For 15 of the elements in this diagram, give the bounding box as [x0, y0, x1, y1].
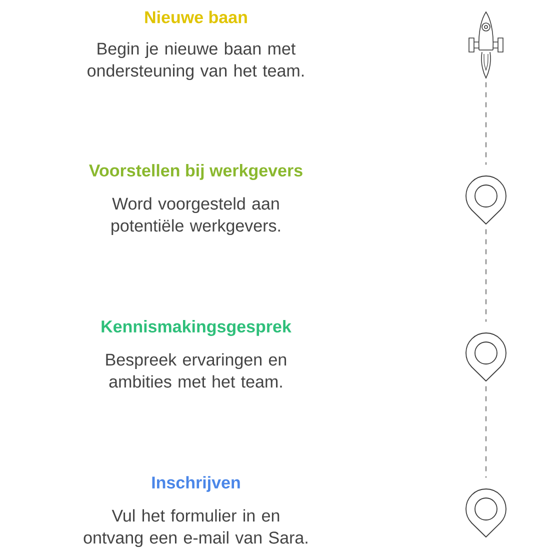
description-text: Begin je nieuwe baan met ondersteuning van het team. [88, 42, 304, 80]
location-pin-icon [466, 176, 506, 224]
description-text: Word voorgesteld aan potentiële werkgevers. [112, 197, 280, 236]
location-pin-icon [466, 332, 506, 382]
step-heading: Inschrijven [152, 476, 240, 492]
dashed-connector [485, 82, 487, 165]
dashed-connector [485, 229, 487, 322]
rocket-icon [468, 12, 504, 78]
dashed-connector [485, 386, 487, 478]
step-heading: Kennismakingsgesprek [102, 320, 292, 336]
step-heading: Voorstellen bij werkgevers [89, 164, 302, 180]
step-heading: Nieuwe baan [145, 10, 247, 24]
description-text: Bespreek ervaringen en ambities met het team. [106, 353, 286, 388]
location-pin-icon [466, 488, 506, 538]
description-text: Vul het formulier in en ontvang een e-mail van Sara. [84, 509, 308, 548]
